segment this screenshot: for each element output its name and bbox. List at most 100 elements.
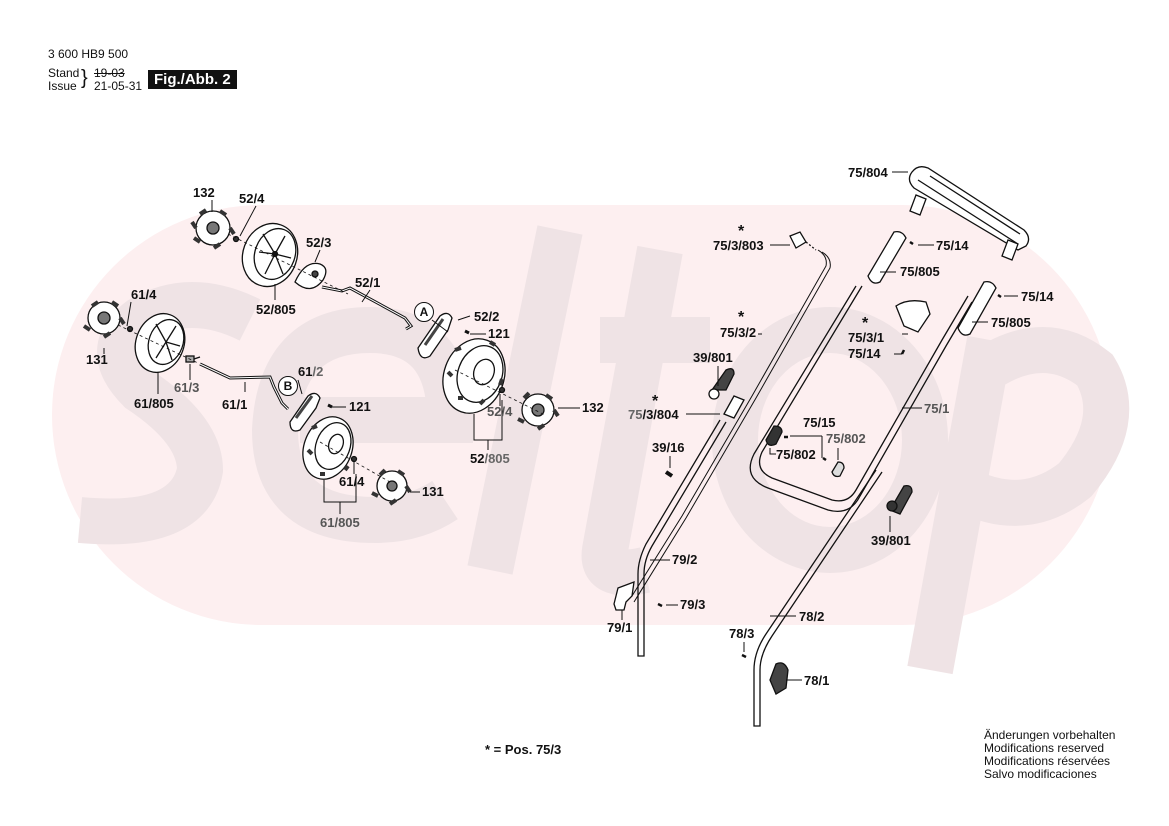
label-75-3-804: 75/3/804 [628,408,679,422]
label-52-805-top: 52/805 [256,302,296,317]
pivot-79-1 [613,581,635,611]
hub-cap-132-bottom [517,391,560,431]
stand-label: Stand [48,66,80,80]
star-75-3-803: * [738,223,745,240]
star-75-3-1: * [862,315,869,332]
stand-value-struck: 19-03 [94,66,125,80]
wheel-61-805-left [134,312,186,374]
label-132-top: 132 [193,185,215,200]
wheel-52-805-bottom [442,338,506,414]
middle-handle-78-2 [753,469,883,727]
watermark-t-shape [581,245,710,596]
handle-sleeve-75-805-b [957,280,997,336]
label-75-802-b: 75/802 [776,447,816,462]
label-61-805-left: 61/805 [134,396,174,411]
screw-79-3 [657,602,663,608]
star-75-3-2: * [738,309,745,326]
note-es: Salvo modificaciones [984,767,1097,781]
axis-line-top [227,233,546,416]
label-75-3-2: 75/3/2 [720,325,757,340]
issue-label: Issue [48,79,77,93]
callout-a: A [414,302,434,322]
label-52-4-bottom: 52/4 [487,404,513,419]
lever-75-802-a [765,425,783,446]
label-61-4-bottom: 61/4 [339,474,365,489]
label-61-2: 61/2 [298,365,323,379]
issue-value: 21-05-31 [94,79,143,93]
label-75-3-1: 75/3/1 [848,330,885,345]
label-52-3: 52/3 [306,235,332,250]
label-61-1: 61/1 [222,397,248,412]
label-75-805-b: 75/805 [991,315,1031,330]
label-39-801-b: 39/801 [871,533,911,548]
label-52-805-bottom-a: 52 [470,451,485,466]
label-79-3: 79/3 [680,597,706,612]
label-75-3-803: 75/3/803 [713,238,764,253]
watermark-p-shape [907,327,1130,675]
label-79-1: 79/1 [607,620,633,635]
brace-icon: } [81,67,88,89]
washer-61-4-bottom [350,455,358,463]
washer-52-4-bottom [498,386,506,394]
lever-75-802-b [831,461,845,478]
note-de: Änderungen vorbehalten [984,728,1116,742]
screw-75-15-b [822,456,827,462]
height-adjuster-61-2 [289,392,321,432]
bracket-61-805 [323,474,357,514]
star-knob-39-801-top [708,368,735,400]
handle-bar-75-804 [908,166,1030,261]
label-78-3: 78/3 [729,626,755,641]
label-39-801-a: 39/801 [693,350,733,365]
label-75-14-c: 75/14 [848,346,881,361]
screw-121-a [464,329,470,335]
label-75-1: 75/1 [924,401,950,416]
clamp-78-1 [769,662,789,695]
label-131-left: 131 [86,352,108,367]
axis-line-bottom [117,324,391,483]
height-adjuster-52-2 [417,312,453,359]
cable-holder-75-3-804 [723,395,745,419]
label-121-a: 121 [488,326,510,341]
axle-52-1 [321,285,414,331]
label-61-2-b: /2 [312,364,324,379]
label-121-b: 121 [349,399,371,414]
label-75-14-a: 75/14 [936,238,969,253]
label-52-1: 52/1 [355,275,381,290]
hub-cap-132-top [190,208,236,250]
note-en: Modifications reserved [984,741,1105,755]
bracket-52-805 [473,400,503,450]
label-61-4-top: 61/4 [131,287,157,302]
washer-61-4-top [126,325,134,333]
label-75-15: 75/15 [803,415,836,430]
screw-75-14-c [900,349,906,355]
document-number: 3 600 HB9 500 [48,47,129,61]
note-fr: Modifications réservées [984,754,1111,768]
middle-handle-79-2 [637,419,727,657]
upper-handle-75-1 [749,285,973,513]
label-75-14-b: 75/14 [1021,289,1054,304]
label-79-2: 79/2 [672,552,698,567]
lever-75-3-1 [895,300,931,333]
star-legend: * = Pos. 75/3 [485,742,562,757]
label-39-16: 39/16 [652,440,685,455]
star-75-3-804: * [652,393,659,410]
label-75-805-a: 75/805 [900,264,940,279]
label-52-4-top: 52/4 [239,191,265,206]
label-78-2: 78/2 [799,609,825,624]
label-61-2-a: 61 [298,364,313,379]
watermark-s-shape [77,282,261,545]
label-52-2: 52/2 [474,309,500,324]
label-52-805-bottom-b: /805 [484,451,510,466]
handle-sleeve-75-805-a [867,230,907,284]
screw-75-14-a [909,240,914,246]
label-75-804: 75/804 [848,165,888,180]
pin-39-16 [664,470,674,478]
wheel-61-805-bottom [302,416,354,480]
screw-78-3 [741,653,747,659]
wheel-arm-52-3 [294,262,327,290]
label-75-3-804-a: 75 [628,407,643,422]
label-78-1: 78/1 [804,673,830,688]
figure-label: Fig./Abb. 2 [148,70,237,89]
label-61-805-bottom: 61/805 [320,515,360,530]
